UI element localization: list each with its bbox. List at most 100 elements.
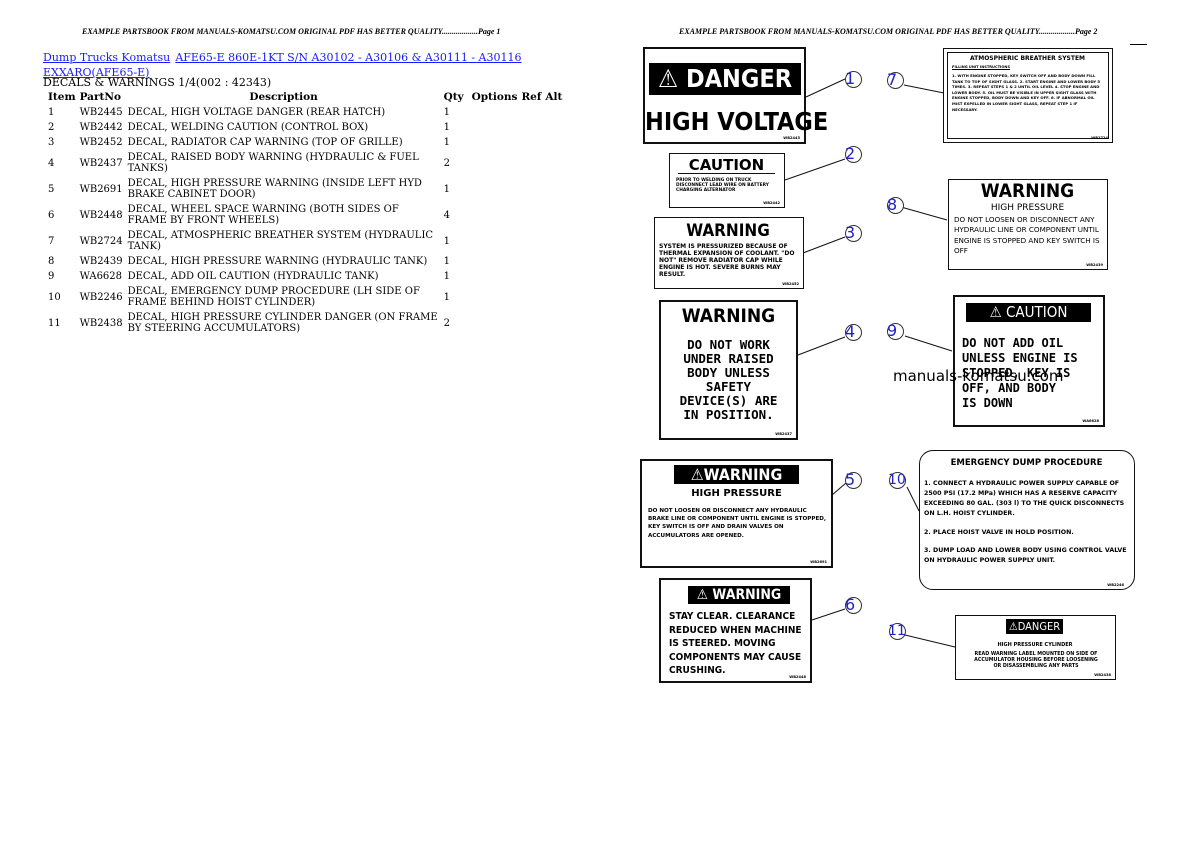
decal-3-banner: WARNING (686, 221, 770, 241)
row-qty: 1 (443, 107, 450, 118)
row-part-number: WB2452 (79, 137, 123, 148)
decal-10-code: WB2246 (1107, 583, 1124, 587)
decal-4-code: WB2437 (775, 432, 792, 436)
row-item-number: 4 (48, 157, 55, 169)
row-qty: 2 (443, 317, 450, 329)
callout-8: 8 (887, 197, 904, 214)
decal-3-radiator-cap: WARNING SYSTEM IS PRESSURIZED BECAUSE OF… (654, 217, 804, 289)
callout-9: 9 (887, 323, 904, 340)
col-options: Options (471, 91, 518, 103)
callout-10: 10 (888, 472, 906, 489)
col-ref: Ref (521, 91, 542, 103)
decal-8-code: WB2439 (1086, 263, 1103, 267)
row-part-number: WB2437 (79, 157, 123, 169)
row-part-number: WB2438 (79, 317, 123, 329)
breadcrumb-link-model[interactable]: AFE65-E 860E-1KT S/N A30102 - A30106 & A… (175, 51, 522, 64)
decal-7-title: ATMOSPHERIC BREATHER SYSTEM (969, 55, 1086, 62)
col-partno: PartNo (79, 91, 121, 103)
row-description: DECAL, ADD OIL CAUTION (HYDRAULIC TANK) (127, 271, 379, 282)
col-item: Item (48, 91, 76, 103)
callout-2: 2 (845, 146, 862, 163)
decal-5-body: DO NOT LOOSEN OR DISCONNECT ANY HYDRAULI… (648, 508, 827, 539)
row-part-number: WB2445 (79, 107, 123, 118)
watermark-text: manuals-komatsu.com (893, 367, 1064, 385)
row-qty: 1 (443, 122, 450, 133)
row-description: DECAL, HIGH PRESSURE WARNING (INSIDE LEF… (127, 178, 422, 200)
row-part-number: WB2442 (79, 122, 123, 133)
row-qty: 1 (443, 256, 450, 267)
row-part-number: WB2448 (79, 209, 123, 221)
decal-10-step-3: 3. DUMP LOAD AND LOWER BODY USING CONTRO… (924, 547, 1127, 564)
row-description: DECAL, ATMOSPHERIC BREATHER SYSTEM (HYDR… (127, 230, 434, 252)
decal-2-body: PRIOR TO WELDING ON TRUCK DISCONNECT LEA… (676, 178, 769, 194)
decal-2-welding-caution: CAUTION PRIOR TO WELDING ON TRUCK DISCON… (669, 153, 785, 208)
decal-7-body: 1. WITH ENGINE STOPPED, KEY SWITCH OFF A… (952, 73, 1101, 112)
decal-1-banner: DANGER (685, 64, 793, 93)
warning-triangle-icon: ⚠ (657, 64, 679, 93)
caution-triangle-icon: ⚠ (989, 303, 1002, 321)
table-header-row: Item PartNo Description Qty Options Ref … (44, 91, 564, 105)
decal-8-hydraulic-high-pressure: WARNING HIGH PRESSURE DO NOT LOOSEN OR D… (948, 179, 1108, 270)
decal-6-code: WB2448 (789, 675, 806, 679)
table-row: 10 WB2246 DECAL, EMERGENCY DUMP PROCEDURE … (44, 284, 564, 310)
decal-6-body: STAY CLEAR. CLEARANCE REDUCED WHEN MACHI… (669, 611, 802, 676)
row-description: DECAL, EMERGENCY DUMP PROCEDURE (LH SIDE… (127, 286, 420, 308)
callout-6: 6 (845, 597, 862, 614)
decal-4-banner: WARNING (681, 305, 776, 327)
warning-triangle-icon: ⚠ (696, 587, 709, 603)
parts-table: Item PartNo Description Qty Options Ref … (44, 91, 564, 336)
row-qty: 1 (443, 291, 450, 303)
row-qty: 1 (443, 137, 450, 148)
decal-10-step-2: 2. PLACE HOIST VALVE IN HOLD POSITION. (924, 529, 1074, 536)
row-description: DECAL, RADIATOR CAP WARNING (TOP OF GRIL… (127, 137, 403, 148)
row-item-number: 11 (48, 317, 61, 329)
row-qty: 1 (443, 271, 450, 282)
row-qty: 1 (443, 235, 450, 247)
row-qty: 2 (443, 157, 450, 169)
decal-3-code: WB2452 (782, 282, 799, 286)
callout-1: 1 (845, 71, 862, 88)
decal-8-sub: HIGH PRESSURE (990, 203, 1065, 213)
decal-7-code: WB2724 (1091, 136, 1108, 140)
decal-7-breather-system: ATMOSPHERIC BREATHER SYSTEM FILLING UNIT… (943, 48, 1113, 143)
decal-1-body: HIGH VOLTAGE (645, 107, 829, 136)
breadcrumb-link-trucks[interactable]: Dump Trucks Komatsu (43, 51, 171, 64)
decal-6-wheel-space: ⚠ WARNING STAY CLEAR. CLEARANCE REDUCED … (659, 578, 812, 683)
decal-9-banner: CAUTION (1005, 303, 1068, 321)
row-part-number: WA6628 (79, 271, 123, 282)
decal-11-banner: DANGER (1017, 620, 1061, 633)
callout-11: 11 (888, 623, 906, 640)
row-item-number: 7 (48, 235, 55, 247)
decal-11-cylinder-danger: ⚠DANGER HIGH PRESSURE CYLINDER READ WARN… (955, 615, 1116, 680)
breadcrumb: Dump Trucks Komatsu AFE65-E 860E-1KT S/N… (43, 46, 521, 65)
decal-7-sub: FILLING UNIT INSTRUCTIONS (952, 65, 1011, 69)
row-item-number: 10 (48, 291, 61, 303)
decal-8-banner: WARNING (980, 180, 1075, 202)
breadcrumb-link-variant[interactable]: EXXARO(AFE65-E) (43, 66, 150, 79)
col-alt: Alt (545, 91, 563, 103)
page-header-left: EXAMPLE PARTSBOOK FROM MANUALS-KOMATSU.C… (82, 27, 501, 36)
row-part-number: WB2246 (79, 291, 123, 303)
callout-5: 5 (845, 472, 862, 489)
page-header-right: EXAMPLE PARTSBOOK FROM MANUALS-KOMATSU.C… (679, 27, 1098, 36)
row-part-number: WB2439 (79, 256, 123, 267)
decal-3-body: SYSTEM IS PRESSURIZED BECAUSE OF THERMAL… (659, 243, 795, 278)
decal-11-sub: HIGH PRESSURE CYLINDER (997, 642, 1073, 648)
row-item-number: 1 (48, 107, 55, 118)
row-item-number: 3 (48, 137, 55, 148)
header-rule (1130, 44, 1147, 45)
decal-10-emergency-dump: EMERGENCY DUMP PROCEDURE 1. CONNECT A HY… (919, 450, 1135, 590)
decal-2-banner: CAUTION (688, 156, 765, 174)
section-title: DECALS & WARNINGS 1/4(002 : 42343) (43, 76, 272, 89)
row-item-number: 5 (48, 183, 55, 195)
